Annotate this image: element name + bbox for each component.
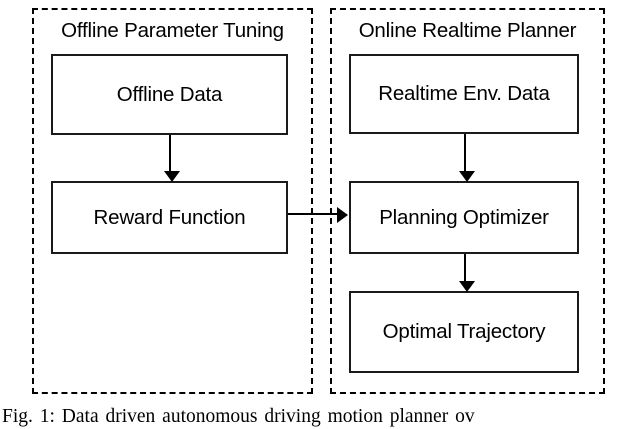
arrow-down-icon-env-data-to-planning-optimizer: [459, 134, 475, 182]
node-reward-function: Reward Function: [51, 181, 288, 254]
arrow-down-icon-planning-optimizer-to-optimal-trajectory: [459, 254, 475, 292]
panel-online-title: Online Realtime Planner: [358, 19, 577, 42]
arrow-right-icon-reward-function-to-planning-optimizer: [288, 207, 348, 223]
arrow-down-icon-offline-data-to-reward-function: [164, 135, 180, 182]
node-optimal-trajectory: Optimal Trajectory: [349, 291, 579, 373]
panel-online-realtime-planner: Online Realtime Planner: [330, 8, 605, 394]
panel-offline-parameter-tuning: Offline Parameter Tuning: [32, 8, 313, 394]
node-planning-optimizer: Planning Optimizer: [349, 181, 579, 254]
panel-offline-title: Offline Parameter Tuning: [61, 19, 284, 42]
node-offline-data: Offline Data: [51, 54, 288, 135]
figure-caption: Fig. 1: Data driven autonomous driving m…: [2, 406, 475, 427]
node-realtime-env-data: Realtime Env. Data: [349, 54, 579, 134]
